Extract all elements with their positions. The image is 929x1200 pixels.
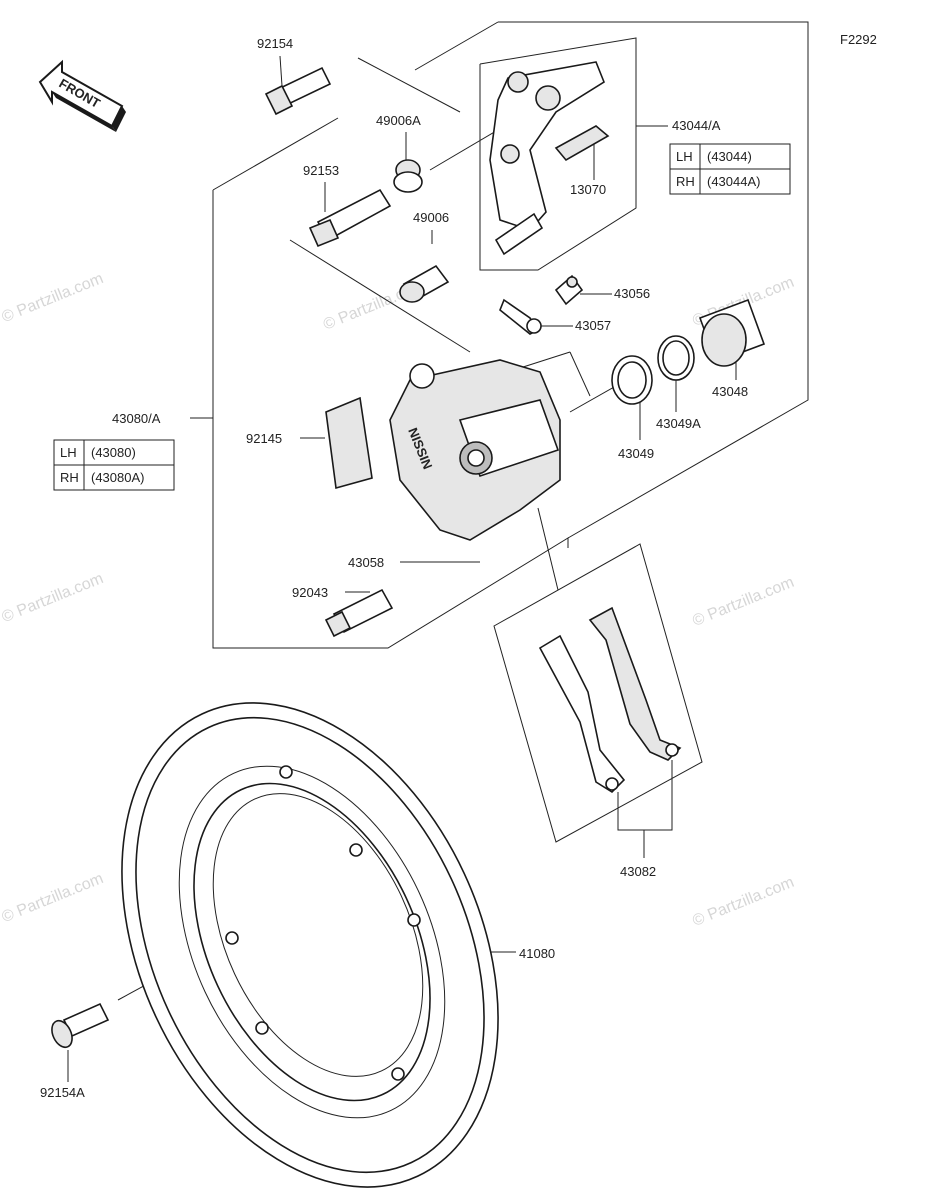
table-43080: LH (43080) RH (43080A): [53, 439, 175, 491]
brake-disc-41080: [121, 702, 499, 1188]
table-43080-rh-part: (43080A): [91, 470, 144, 485]
label-92153: 92153: [303, 163, 339, 178]
table-43080-rh-side: RH: [60, 470, 79, 485]
label-43049: 43049: [618, 446, 654, 461]
bolt-92154: [264, 66, 332, 116]
label-92145: 92145: [246, 431, 282, 446]
label-43048: 43048: [712, 384, 748, 399]
label-43080A: 43080/A: [112, 411, 161, 426]
label-43057: 43057: [575, 318, 611, 333]
piston-43048: [698, 298, 766, 367]
pin-92043: [324, 588, 394, 638]
bushing-49006A: [393, 159, 423, 193]
brake-pads-43082: [538, 606, 682, 794]
pin-92153: [308, 188, 392, 248]
bolt-92154A: [51, 1002, 110, 1049]
label-43058: 43058: [348, 555, 384, 570]
label-43044A: 43044/A: [672, 118, 721, 133]
watermark: © Partzilla.com: [690, 574, 796, 630]
label-41080: 41080: [519, 946, 555, 961]
bracket-43044: [489, 61, 605, 256]
spring-92145: [325, 396, 373, 490]
label-13070: 13070: [570, 182, 606, 197]
clip-13070: [554, 125, 610, 162]
bracket-group-outline: [479, 37, 668, 271]
table-43044: LH (43044) RH (43044A): [669, 143, 791, 195]
bushing-49006: [399, 264, 450, 303]
table-43080-lh-side: LH: [60, 445, 77, 460]
label-92154: 92154: [257, 36, 293, 51]
seal-43049: [611, 355, 653, 405]
label-92043: 92043: [292, 585, 328, 600]
table-43044-lh-part: (43044): [707, 149, 752, 164]
table-43044-lh-side: LH: [676, 149, 693, 164]
watermark: © Partzilla.com: [0, 270, 106, 326]
figure-code: F2292: [840, 32, 877, 47]
cap-43057: [499, 298, 542, 335]
table-43044-rh-side: RH: [676, 174, 695, 189]
bleeder-43056: [554, 274, 584, 306]
caliper-group-outline: [190, 21, 809, 649]
label-49006: 49006: [413, 210, 449, 225]
caliper-body-43080: NISSIN: [389, 359, 561, 541]
watermark: © Partzilla.com: [0, 570, 106, 626]
label-49006A: 49006A: [376, 113, 421, 128]
watermark: © Partzilla.com: [690, 874, 796, 930]
pad-group-outline: [493, 543, 703, 843]
seal-43049A: [657, 335, 695, 381]
label-43049A: 43049A: [656, 416, 701, 431]
front-arrow-icon: FRONT: [38, 59, 126, 132]
table-43044-rh-part: (43044A): [707, 174, 760, 189]
watermark: © Partzilla.com: [0, 870, 106, 926]
label-43082: 43082: [620, 864, 656, 879]
label-92154A: 92154A: [40, 1085, 85, 1100]
table-43080-lh-part: (43080): [91, 445, 136, 460]
label-43056: 43056: [614, 286, 650, 301]
